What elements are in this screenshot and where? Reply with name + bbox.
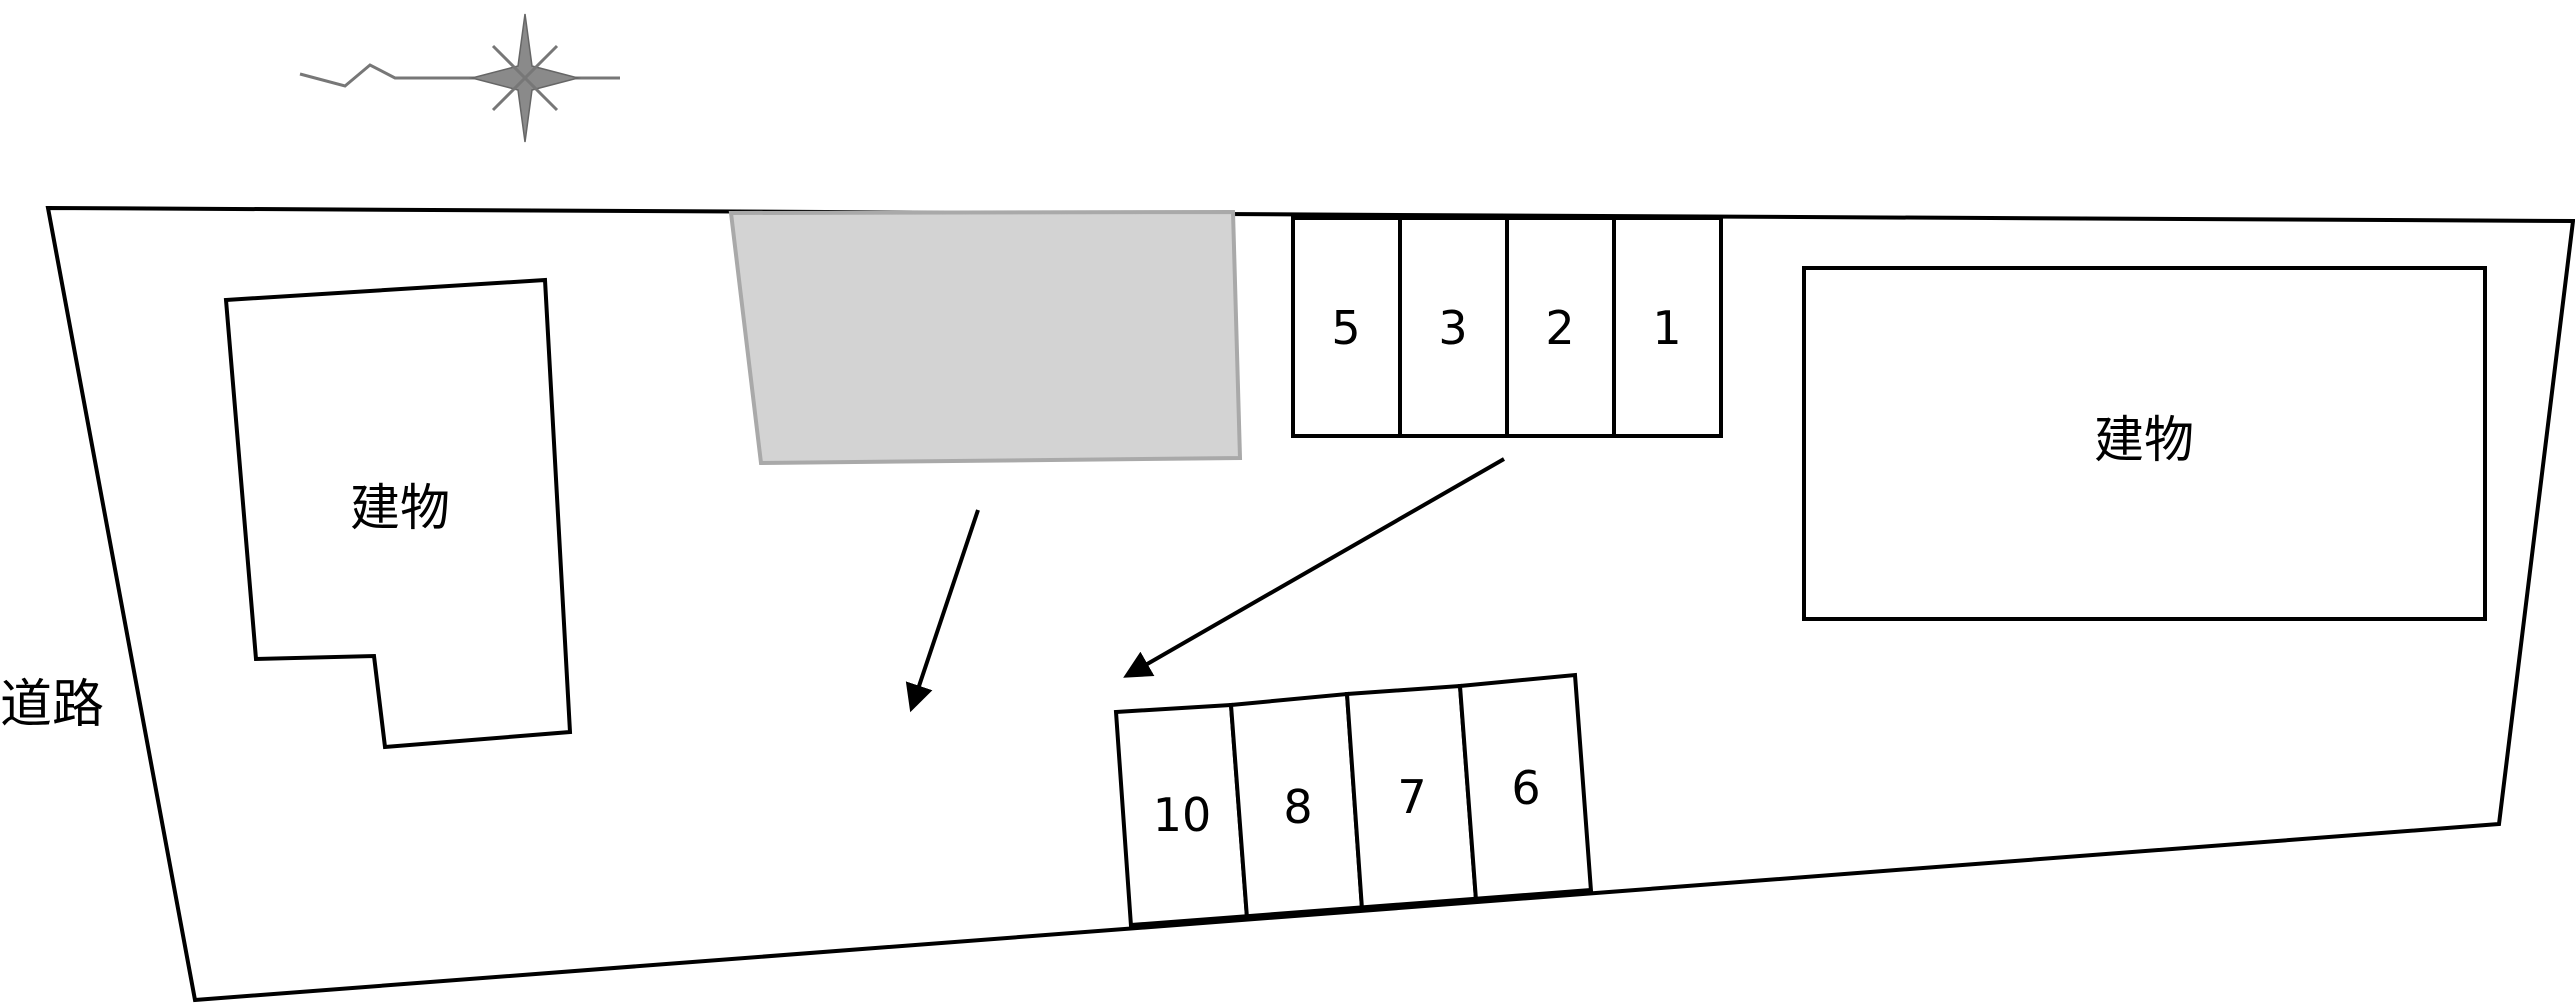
parking-space-number: 8 [1283, 780, 1312, 834]
parking-space-number: 10 [1153, 788, 1212, 842]
parking-space [1505, 216, 1616, 438]
parking-space-number: 1 [1652, 301, 1681, 355]
parking-space-number: 7 [1397, 770, 1426, 824]
parking-row-top: 5 3 2 1 [1291, 216, 1723, 438]
arrow-down-left-icon [1123, 457, 1505, 678]
parking-row-curb [1130, 888, 1592, 929]
building-left-label: 建物 [350, 479, 450, 537]
parking-space-number: 6 [1511, 761, 1540, 815]
parking-space-number: 3 [1438, 301, 1467, 355]
parking-space [1398, 216, 1509, 438]
shaded-area [728, 209, 1243, 466]
building-left [223, 277, 573, 750]
road-label: 道路 [0, 675, 104, 735]
building-right-label: 建物 [2094, 411, 2194, 469]
site-boundary [45, 205, 2575, 1003]
arrow-down-left-icon [905, 509, 980, 713]
parking-space [1612, 216, 1723, 438]
building-right [1802, 266, 2487, 621]
parking-space-number: 5 [1331, 301, 1360, 355]
parking-row-bottom: 10 8 7 6 [1113, 672, 1594, 929]
compass-north-arrow-icon [299, 13, 620, 143]
parking-space-number: 2 [1545, 301, 1574, 355]
